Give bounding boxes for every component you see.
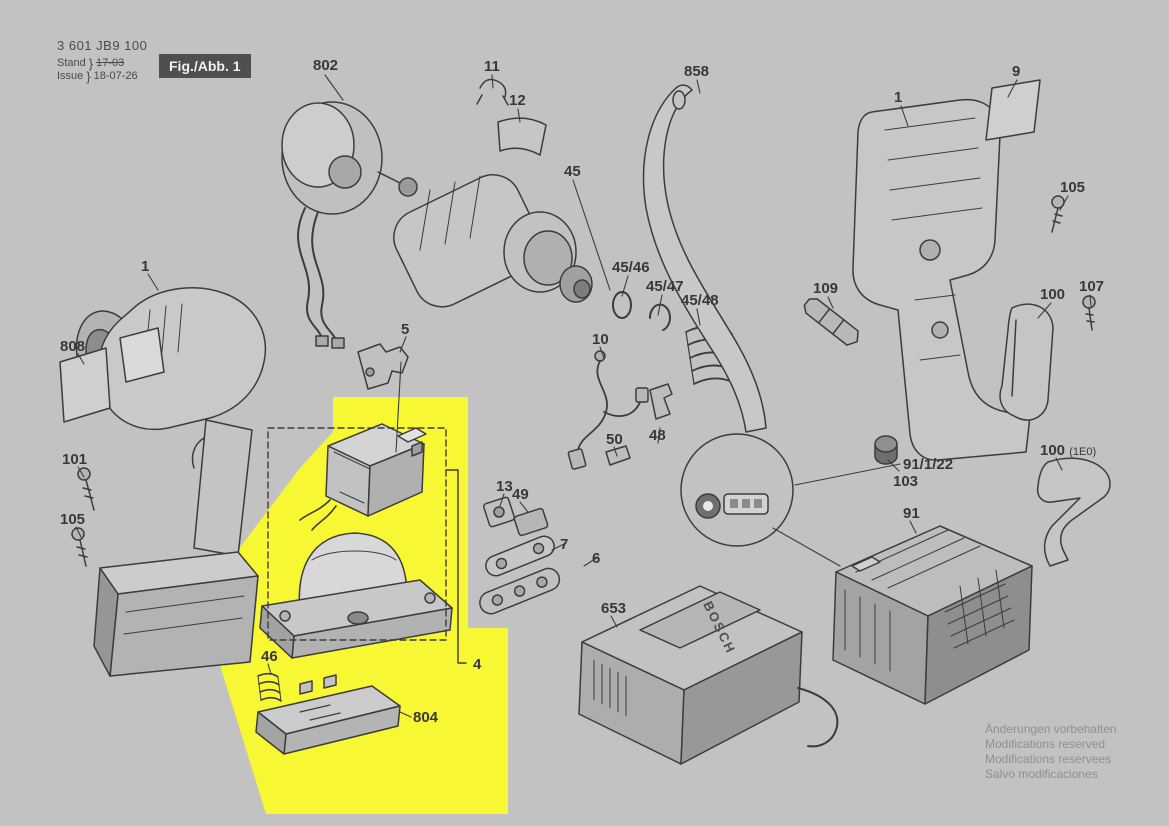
- part-gear-assembly-drawing: [393, 174, 593, 308]
- part-label-91: 91: [903, 505, 920, 522]
- part-label-1-right: 1: [894, 89, 903, 106]
- part-switch-drawing: [299, 423, 427, 531]
- stand-label: Stand: [57, 57, 86, 69]
- detail-circle-91-1-22: [680, 433, 794, 547]
- document-number: 3 601 JB9 100: [57, 38, 148, 53]
- part-label-9: 9: [1012, 63, 1021, 80]
- part-49-drawing: [513, 507, 549, 537]
- stand-value: 17-03: [96, 57, 125, 69]
- part-label-91-1-22: 91/1/22: [903, 456, 954, 473]
- part-13-drawing: [482, 496, 516, 528]
- part-label-11: 11: [484, 58, 500, 75]
- part-1-left-tool-drawing: [75, 287, 266, 677]
- footer-line-de: Änderungen vorbehalten: [985, 722, 1117, 736]
- part-label-46: 46: [261, 648, 278, 665]
- part-103-cap-drawing: [874, 435, 898, 465]
- part-4-motor-mount-drawing: [259, 532, 453, 659]
- kit-4-bracket-line: [445, 469, 467, 664]
- part-101-screw-drawing: [77, 467, 95, 511]
- part-48-bracket-drawing: [649, 383, 673, 420]
- part-5-bracket-drawing: [357, 343, 409, 390]
- revision-block: Stand } 17-03 Issue } 18-07-26: [57, 57, 138, 83]
- kit-4-dashed-box: [267, 427, 447, 641]
- part-label-802: 802: [313, 57, 339, 74]
- part-label-100-1e0-suffix: (1E0): [1069, 446, 1097, 458]
- issue-value: 18-07-26: [93, 70, 138, 82]
- part-label-105-right: 105: [1060, 179, 1086, 196]
- footer-notice: Änderungen vorbehalten Modifications res…: [985, 722, 1116, 782]
- part-107-screw-drawing: [1082, 295, 1096, 331]
- part-label-101: 101: [62, 451, 88, 468]
- issue-label: Issue: [57, 70, 84, 82]
- part-label-10: 10: [592, 331, 609, 348]
- stand-brace: }: [88, 56, 94, 71]
- part-858-strap-drawing: [642, 84, 767, 433]
- issue-brace: }: [86, 69, 91, 84]
- part-label-1-left: 1: [141, 258, 150, 275]
- part-label-13: 13: [496, 478, 513, 495]
- part-label-45-48: 45/48: [681, 292, 719, 309]
- part-label-12: 12: [509, 92, 526, 109]
- part-label-105-left: 105: [60, 511, 86, 528]
- part-109-bit-drawing: [803, 298, 859, 346]
- part-label-7: 7: [560, 536, 569, 553]
- part-1-right-housing-drawing: [852, 98, 1031, 461]
- part-105-right-screw-drawing: [1051, 195, 1065, 233]
- part-100-1e0-clip-drawing: [1036, 457, 1111, 567]
- part-label-6: 6: [592, 550, 601, 567]
- part-label-100-1e0-main: 100: [1040, 442, 1066, 459]
- leader-lines: [75, 74, 1092, 718]
- part-label-49: 49: [512, 486, 529, 503]
- part-label-45-46: 45/46: [612, 259, 650, 276]
- part-7-plate-drawing: [485, 535, 555, 577]
- part-label-109: 109: [813, 280, 839, 297]
- part-46-spring-drawing: [257, 672, 282, 702]
- footer-line-fr: Modifications reservees: [985, 752, 1112, 766]
- part-91-battery-drawing: [832, 525, 1033, 705]
- part-50-drawing: [605, 445, 631, 466]
- part-label-100-right: 100: [1040, 286, 1066, 303]
- part-label-48: 48: [649, 427, 666, 444]
- part-label-858: 858: [684, 63, 710, 80]
- part-808-sticker-drawing: [59, 347, 111, 423]
- part-11-clip-drawing: [476, 78, 509, 106]
- part-label-50: 50: [606, 431, 623, 448]
- part-label-804: 804: [413, 709, 439, 726]
- part-label-4: 4: [473, 656, 482, 673]
- part-653-charger-drawing: BOSCH: [578, 585, 839, 765]
- part-label-103: 103: [893, 473, 919, 490]
- part-804-plate-drawing: [255, 674, 401, 755]
- footer-line-en: Modifications reserved: [985, 737, 1106, 751]
- part-label-808: 808: [60, 338, 86, 355]
- part-9-sticker-drawing: [985, 79, 1041, 141]
- part-802-motor-drawing: [281, 101, 418, 349]
- part-12-pad-drawing: [497, 117, 547, 156]
- part-100-clip-drawing: [999, 303, 1054, 421]
- part-6-plate-drawing: [479, 567, 561, 615]
- part-label-45: 45: [564, 163, 581, 180]
- part-label-653: 653: [601, 600, 627, 617]
- figure-label: Fig./Abb. 1: [159, 54, 251, 78]
- part-label-107: 107: [1079, 278, 1105, 295]
- part-label-45-47: 45/47: [646, 278, 684, 295]
- part-label-5: 5: [401, 321, 410, 338]
- part-label-100-1e0: 100 (1E0): [1040, 442, 1096, 459]
- footer-line-es: Salvo modificaciones: [985, 767, 1098, 781]
